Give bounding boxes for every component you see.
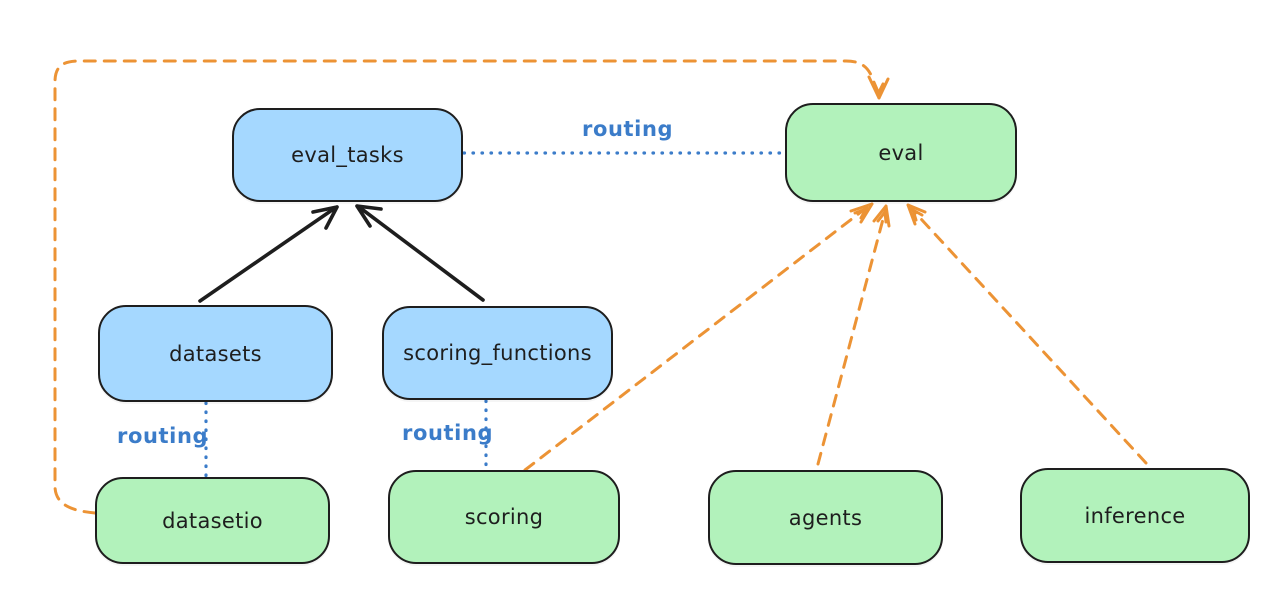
edge-datasetio-eval	[53, 59, 890, 515]
edge-scoring-eval	[523, 202, 874, 472]
edge-inference-eval	[906, 203, 1148, 465]
node-eval-tasks: eval_tasks	[232, 108, 463, 202]
edge-scoringfunctions-evaltasks	[355, 204, 485, 302]
node-agents: agents	[708, 470, 943, 565]
node-scoring: scoring	[388, 470, 620, 564]
node-inference-label: inference	[1084, 503, 1186, 528]
node-scoring-functions-label: scoring_functions	[403, 341, 592, 365]
arrowhead	[355, 204, 383, 228]
arrowhead-inner	[871, 81, 885, 96]
node-scoring-functions: scoring_functions	[382, 306, 613, 400]
edge-label-routing-top: routing	[582, 117, 674, 141]
arrowhead	[311, 205, 339, 230]
edge-label-routing-scoring: routing	[402, 421, 494, 445]
node-datasets: datasets	[98, 305, 333, 402]
edge-agents-eval	[816, 204, 891, 466]
edge-datasets-evaltasks	[198, 205, 339, 303]
arrowhead-inner	[853, 207, 868, 220]
arrowhead	[849, 202, 874, 224]
node-scoring-label: scoring	[464, 505, 544, 529]
edge-label-routing-datasets: routing	[117, 424, 209, 448]
arrowhead	[906, 203, 927, 226]
arrowhead	[872, 204, 891, 228]
node-inference: inference	[1020, 468, 1250, 563]
node-eval: eval	[785, 103, 1017, 202]
node-eval-label: eval	[878, 140, 924, 165]
arrowhead-inner	[911, 208, 924, 222]
node-eval-tasks-label: eval_tasks	[291, 143, 404, 167]
arrowhead-inner	[876, 210, 888, 224]
node-datasets-label: datasets	[169, 341, 262, 366]
node-datasetio: datasetio	[95, 477, 330, 564]
node-agents-label: agents	[788, 505, 863, 530]
node-datasetio-label: datasetio	[162, 508, 263, 533]
